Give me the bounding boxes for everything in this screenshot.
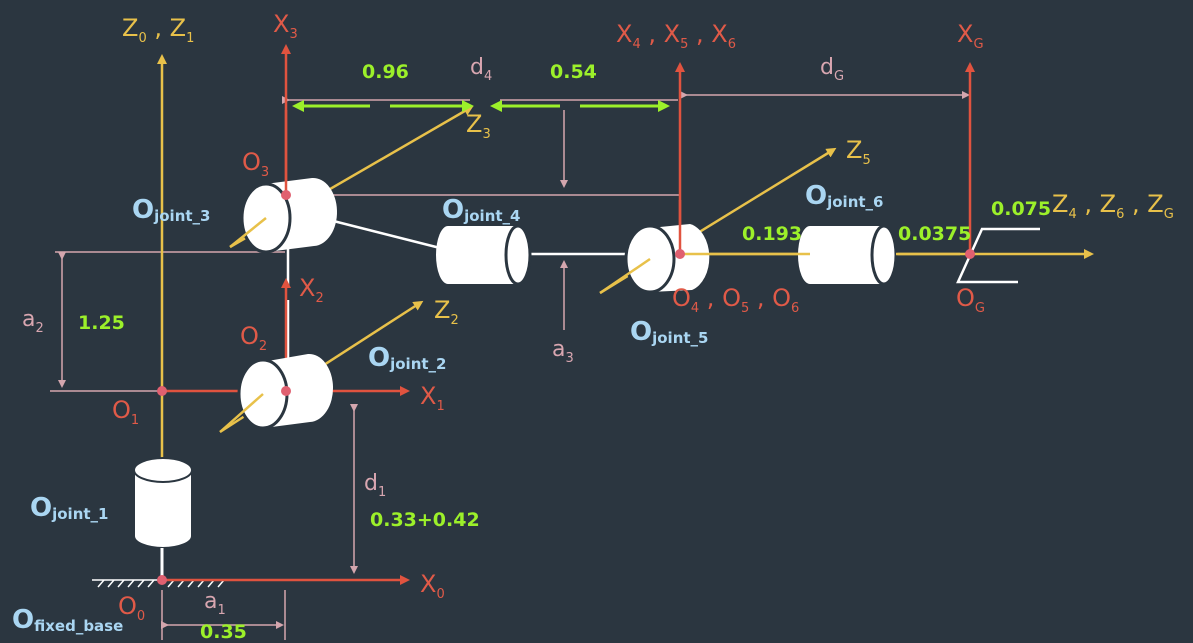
a3-label: a3	[552, 337, 574, 366]
value-0.33-0.42: 0.33+0.42	[370, 509, 480, 531]
joint-2-label: Ojoint_2	[368, 343, 446, 373]
z-axes	[157, 54, 1094, 580]
x4-x5-x6-label: X4 , X5 , X6	[616, 20, 736, 52]
z0-z1-label: Z0 , Z1	[122, 14, 194, 46]
z4-z6-zg-label: Z4 , Z6 , ZG	[1052, 190, 1174, 222]
o4-o5-o6-label: O4 , O5 , O6	[672, 284, 799, 316]
value-0.35: 0.35	[200, 621, 247, 643]
joint-1-label: Ojoint_1	[30, 493, 108, 523]
x1-label: X1	[420, 382, 445, 414]
value-0.075: 0.075	[991, 198, 1051, 220]
joint-5-label: Ojoint_5	[630, 317, 708, 347]
x3-label: X3	[273, 10, 298, 42]
a1-label: a1	[204, 589, 226, 618]
joint-6-cylinder	[798, 224, 898, 286]
z3-label: Z3	[466, 110, 491, 142]
og-label: OG	[956, 284, 985, 316]
x2-label: X2	[299, 274, 324, 306]
o3-label: O3	[242, 148, 269, 180]
joint-6-label: Ojoint_6	[805, 181, 883, 211]
joint-4-cylinder	[436, 224, 532, 286]
fixed-base-label: Ofixed_base	[12, 605, 123, 635]
x-axes	[162, 44, 975, 585]
joint-3-label: Ojoint_3	[132, 195, 210, 225]
o2-label: O2	[240, 322, 267, 354]
z5-label: Z5	[846, 136, 871, 168]
dimension-lines	[50, 91, 970, 640]
value-1.25: 1.25	[78, 312, 125, 334]
z2-label: Z2	[434, 296, 459, 328]
xg-label: XG	[957, 20, 984, 52]
joint-1-cylinder	[133, 457, 193, 580]
d4-label: d4	[470, 55, 492, 84]
value-0.193: 0.193	[742, 223, 802, 245]
dg-label: dG	[820, 55, 844, 84]
joint-3-cylinder	[240, 177, 338, 254]
o1-label: O1	[112, 396, 139, 428]
d1-label: d1	[364, 471, 386, 500]
x0-label: X0	[420, 570, 445, 602]
value-0.96: 0.96	[362, 61, 409, 83]
origin-dots	[157, 190, 975, 585]
z-axes-overlay	[219, 217, 960, 433]
o0-label: O0	[118, 592, 145, 624]
a2-label: a2	[22, 307, 44, 336]
x-axes-overlay	[284, 110, 682, 254]
joint-4-label: Ojoint_4	[442, 195, 520, 225]
value-0.0375: 0.0375	[898, 223, 971, 245]
joint-5-cylinder	[624, 224, 710, 294]
value-0.54: 0.54	[550, 61, 597, 83]
